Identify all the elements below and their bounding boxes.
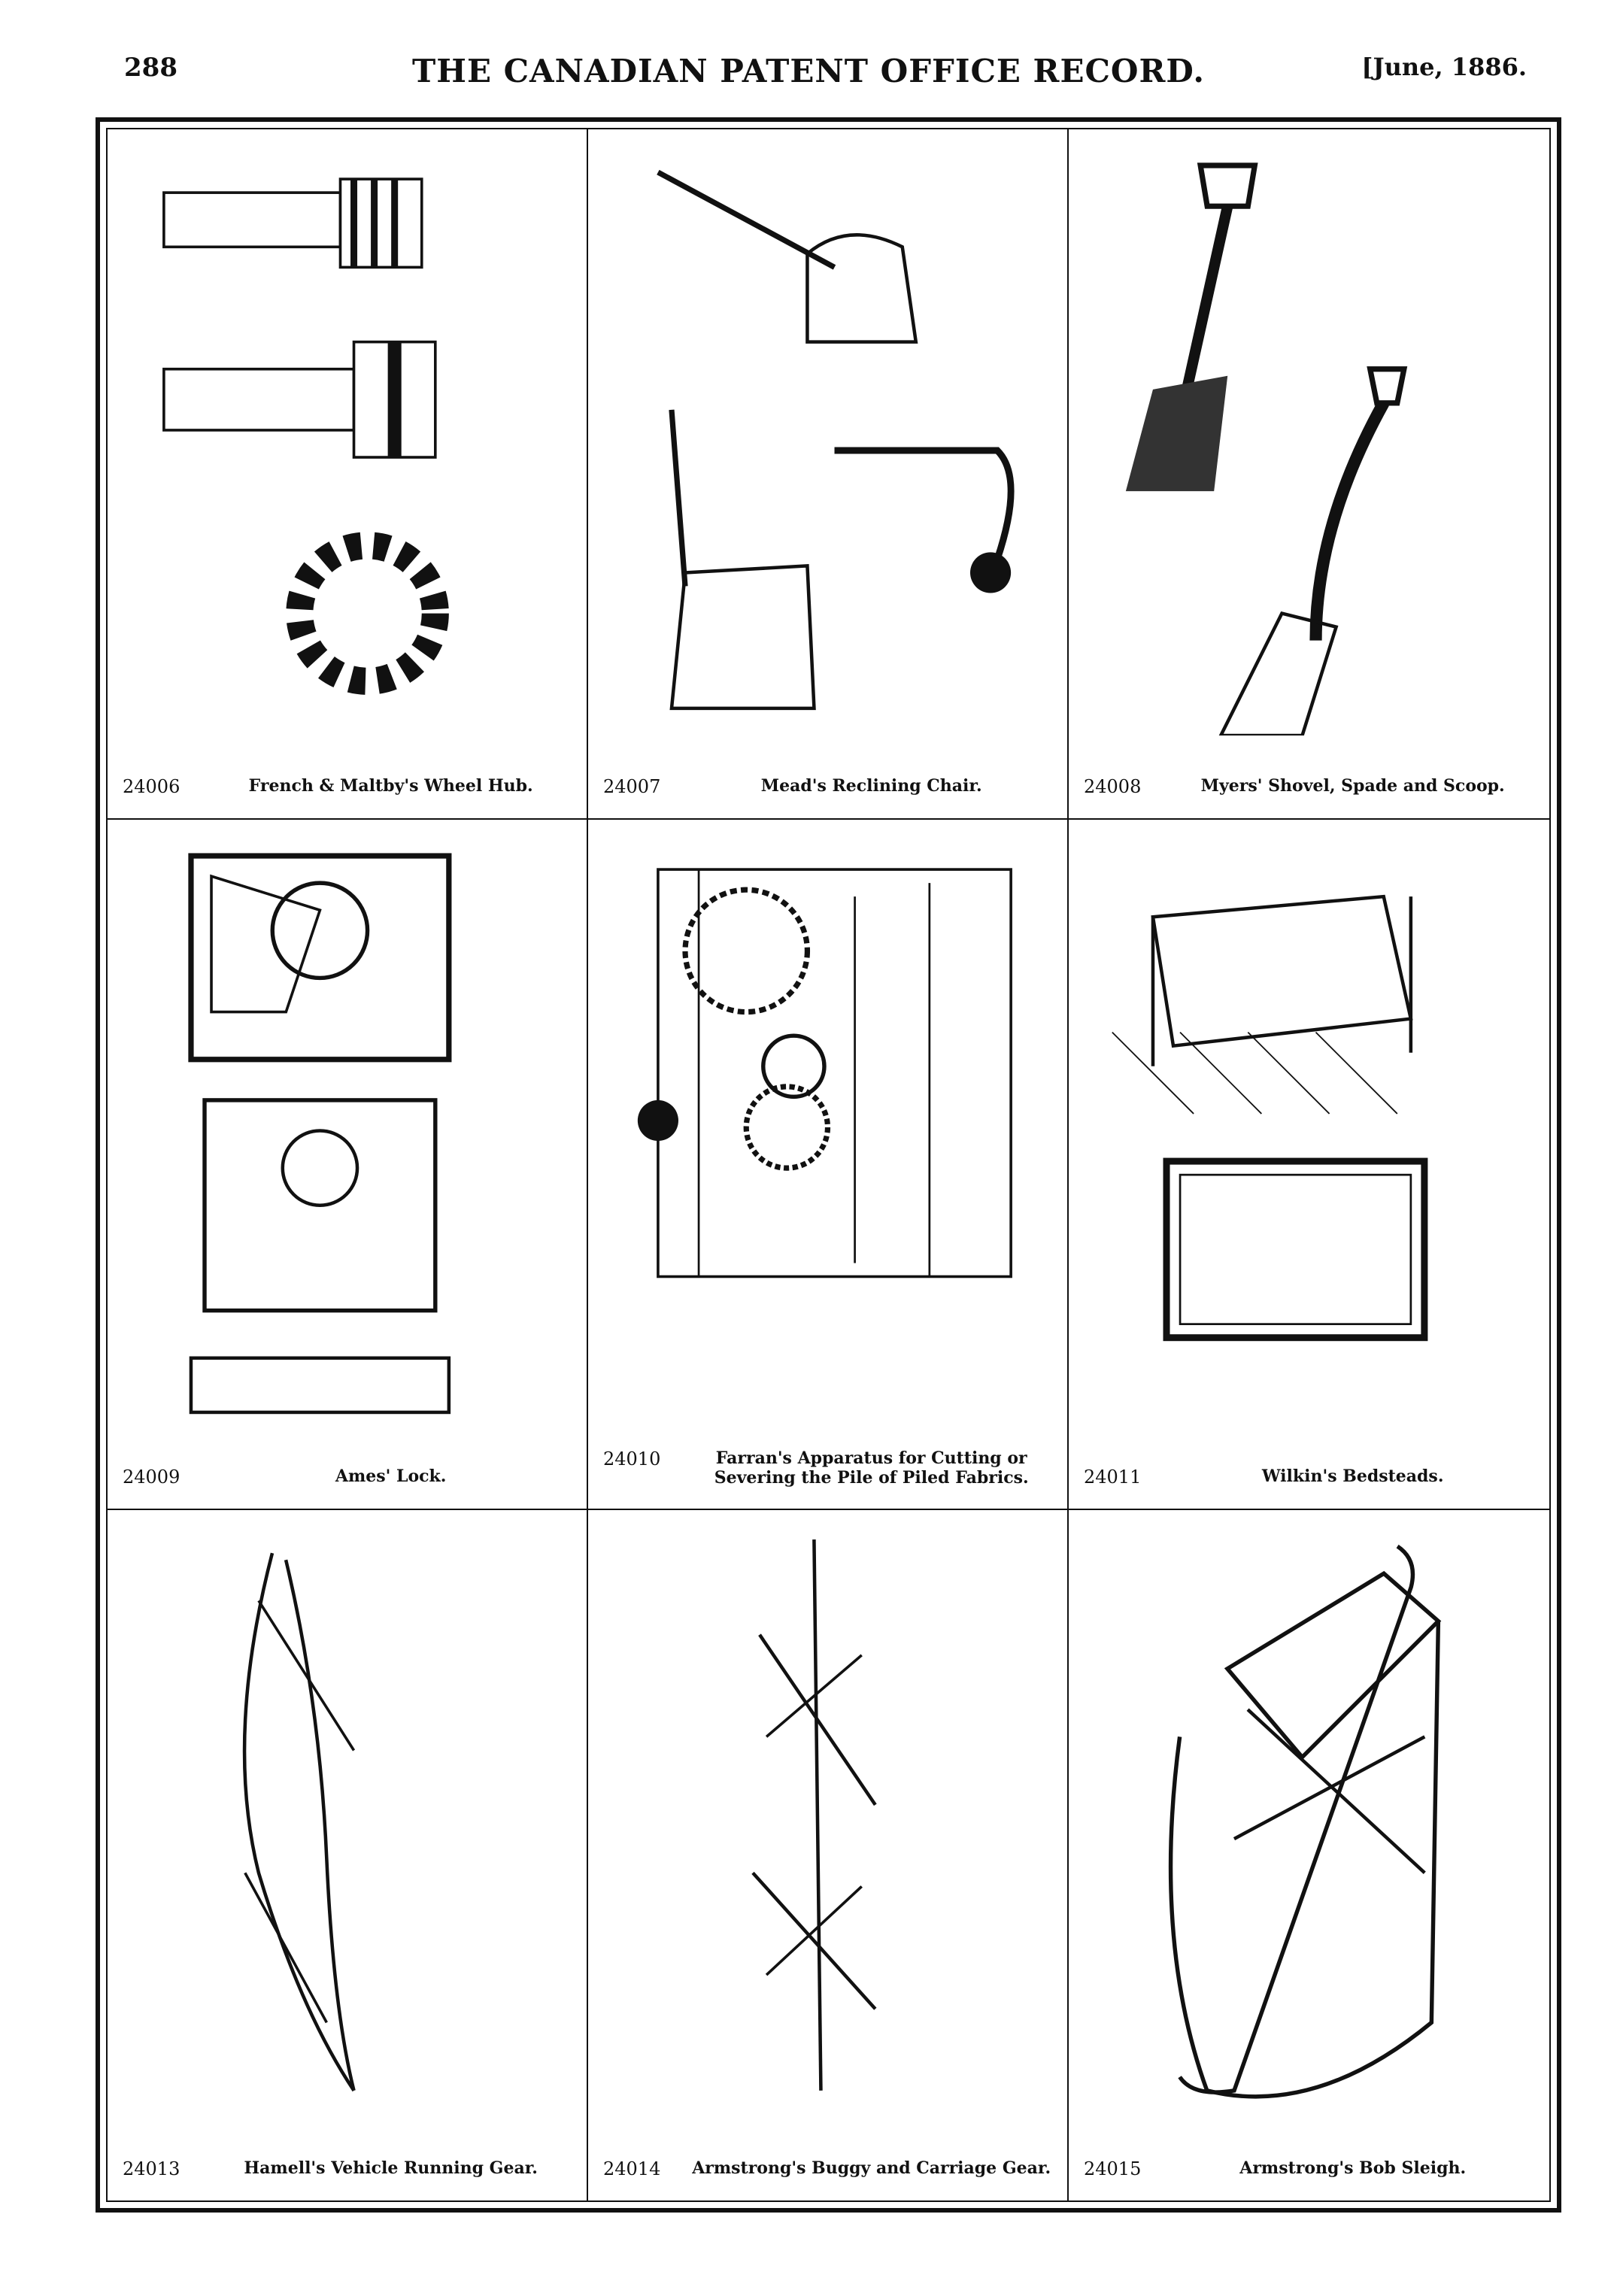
patent-cell: 24007 Mead's Reclining Chair. [588, 129, 1069, 820]
patent-cell: 24015 Armstrong's Bob Sleigh. [1069, 1510, 1549, 2200]
patent-cell: 24010 Farran's Apparatus for Cutting or S… [588, 820, 1069, 1510]
patent-number: 24008 [1084, 776, 1142, 797]
bedstead-drawing [1091, 842, 1527, 1426]
patent-cell: 24014 Armstrong's Buggy and Carriage Gear… [588, 1510, 1069, 2200]
patent-cell: 24011 Wilkin's Bedsteads. [1069, 820, 1549, 1510]
patent-cell: 24008 Myers' Shovel, Spade and Scoop. [1069, 129, 1549, 820]
patent-number: 24009 [123, 1466, 181, 1488]
issue-date: [June, 1886. [1361, 53, 1527, 81]
carriage-gear-drawing [611, 1533, 1045, 2118]
patent-number: 24010 [603, 1448, 661, 1470]
patent-cell: 24013 Hamell's Vehicle Running Gear. [108, 1510, 588, 2200]
lock-drawing [130, 842, 564, 1426]
patent-title: Myers' Shovel, Spade and Scoop. [1200, 776, 1505, 796]
patent-grid: 24006 French & Maltby's Wheel Hub. 24007 Me… [106, 128, 1551, 2202]
patent-caption: 24007 Mead's Reclining Chair. [603, 776, 1052, 797]
patent-cell: 24006 French & Maltby's Wheel Hub. [108, 129, 588, 820]
wheel-hub-drawing [130, 152, 564, 736]
patent-cell: 24009 Ames' Lock. [108, 820, 588, 1510]
patent-number: 24011 [1084, 1466, 1142, 1488]
patent-number: 24013 [123, 2158, 181, 2179]
patent-title: Armstrong's Bob Sleigh. [1239, 2158, 1467, 2178]
chair-drawing [611, 152, 1045, 736]
patent-title: Wilkin's Bedsteads. [1261, 1466, 1444, 1486]
patent-caption: 24015 Armstrong's Bob Sleigh. [1084, 2158, 1534, 2179]
sleigh-drawing [1091, 1533, 1527, 2118]
patent-number: 24014 [603, 2158, 661, 2179]
page-number: 288 [124, 53, 177, 83]
patent-caption: 24013 Hamell's Vehicle Running Gear. [123, 2158, 572, 2179]
patent-caption: 24011 Wilkin's Bedsteads. [1084, 1466, 1534, 1488]
patent-caption: 24006 French & Maltby's Wheel Hub. [123, 776, 572, 797]
patent-caption: 24010 Farran's Apparatus for Cutting or S… [603, 1448, 1052, 1488]
machine-drawing [611, 842, 1045, 1426]
patent-number: 24006 [123, 776, 181, 797]
patent-title: Hamell's Vehicle Running Gear. [244, 2158, 538, 2178]
running-gear-drawing [130, 1533, 564, 2118]
patent-title: Ames' Lock. [335, 1466, 447, 1486]
shovel-drawing [1091, 152, 1527, 738]
patent-title: Armstrong's Buggy and Carriage Gear. [692, 2158, 1051, 2178]
page-title: THE CANADIAN PATENT OFFICE RECORD. [412, 53, 1205, 89]
patent-number: 24015 [1084, 2158, 1142, 2179]
patent-number: 24007 [603, 776, 661, 797]
patent-drawings-frame: 24006 French & Maltby's Wheel Hub. 24007 Me… [96, 117, 1561, 2213]
patent-caption: 24009 Ames' Lock. [123, 1466, 572, 1488]
patent-title: Mead's Reclining Chair. [760, 776, 982, 796]
patent-title: French & Maltby's Wheel Hub. [248, 776, 533, 796]
patent-title: Farran's Apparatus for Cutting or Severi… [714, 1448, 1029, 1488]
patent-caption: 24008 Myers' Shovel, Spade and Scoop. [1084, 776, 1534, 797]
patent-caption: 24014 Armstrong's Buggy and Carriage Gear… [603, 2158, 1052, 2179]
